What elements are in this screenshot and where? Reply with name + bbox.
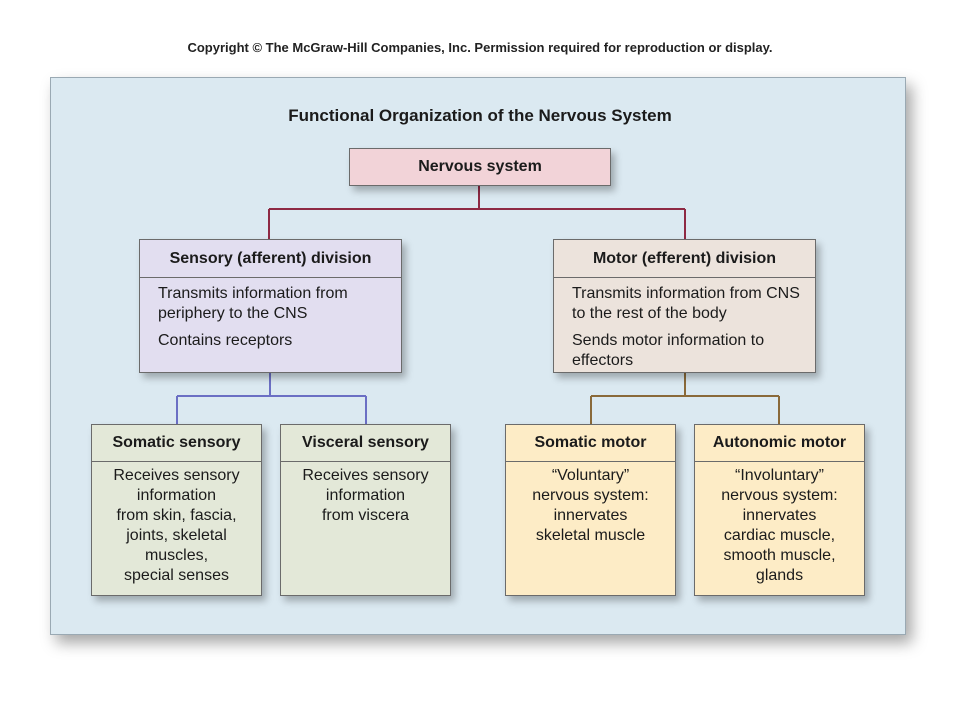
sensory-division-line: Contains receptors	[158, 332, 293, 349]
sensory-division-description: Transmits information from periphery to …	[140, 278, 401, 351]
motor-division-label: Motor (efferent) division	[554, 240, 815, 278]
diagram-title: Functional Organization of the Nervous S…	[288, 106, 672, 125]
autonomic-motor-description: “Involuntary” nervous system: innervates…	[721, 467, 838, 584]
motor-connector	[590, 373, 780, 424]
somatic-sensory-box: Somatic sensory Receives sensory informa…	[91, 424, 262, 596]
nervous-system-label: Nervous system	[418, 158, 542, 175]
nervous-system-box: Nervous system	[349, 148, 611, 186]
motor-division-line: Sends motor information to effectors	[572, 332, 765, 369]
visceral-sensory-box: Visceral sensory Receives sensory inform…	[280, 424, 451, 596]
sensory-division-label: Sensory (afferent) division	[140, 240, 401, 278]
sensory-division-line: Transmits information from periphery to …	[158, 285, 348, 322]
sensory-division-box: Sensory (afferent) division Transmits in…	[139, 239, 402, 373]
somatic-motor-box: Somatic motor “Voluntary” nervous system…	[505, 424, 676, 596]
somatic-sensory-label: Somatic sensory	[92, 425, 261, 462]
somatic-sensory-description: Receives sensory information from skin, …	[113, 467, 240, 584]
root-connector	[268, 186, 686, 239]
somatic-motor-description: “Voluntary” nervous system: innervates s…	[532, 467, 649, 544]
autonomic-motor-box: Autonomic motor “Involuntary” nervous sy…	[694, 424, 865, 596]
motor-division-box: Motor (efferent) division Transmits info…	[553, 239, 816, 373]
motor-division-description: Transmits information from CNS to the re…	[554, 278, 815, 371]
autonomic-motor-label: Autonomic motor	[695, 425, 864, 462]
copyright-notice: Copyright © The McGraw-Hill Companies, I…	[187, 40, 773, 55]
visceral-sensory-label: Visceral sensory	[281, 425, 450, 462]
somatic-motor-label: Somatic motor	[506, 425, 675, 462]
sensory-connector	[176, 373, 367, 424]
visceral-sensory-description: Receives sensory information from viscer…	[302, 467, 429, 524]
motor-division-line: Transmits information from CNS to the re…	[572, 285, 800, 322]
